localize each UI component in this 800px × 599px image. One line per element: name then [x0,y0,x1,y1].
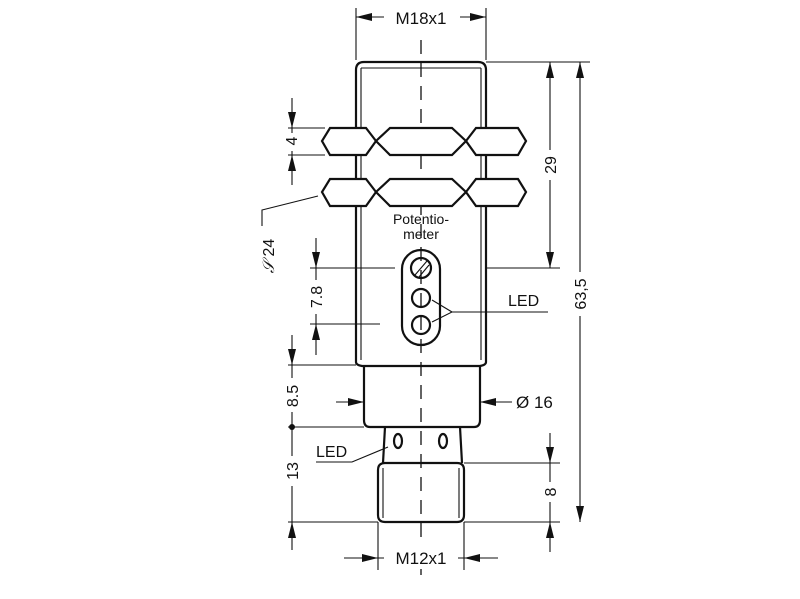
led-indicator-2 [410,314,432,336]
dim-29: 29 [543,156,560,174]
nut-upper [320,126,528,157]
potentiometer-label: Potentio- [393,211,449,227]
led-indicator-1 [410,287,432,309]
dim-total-length: 63,5 [573,278,590,309]
thread-bottom-label: M12x1 [395,549,446,568]
dim-diameter: Ø 16 [516,393,553,412]
dim-8-5: 8.5 [285,385,302,407]
led-side-label: LED [508,293,539,310]
connector-thread [376,461,466,524]
dim-7-8: 7.8 [309,286,326,308]
thread-top-label: M18x1 [395,9,446,28]
sensor-body [354,60,488,368]
potentiometer-label-2: meter [403,226,439,242]
dim-13: 13 [285,462,302,480]
led-neck-1 [392,432,404,450]
dim-across-flats: 𝒮 24 [261,239,278,274]
dim-8: 8 [543,487,560,496]
neck [381,426,464,464]
indicator-slot [400,248,442,347]
led-neck-label: LED [316,444,347,461]
potentiometer-icon [409,256,433,280]
nut-lower [320,177,528,208]
collar [362,366,482,429]
dim-nut-thickness: 4 [284,136,301,145]
led-neck-2 [437,432,449,450]
